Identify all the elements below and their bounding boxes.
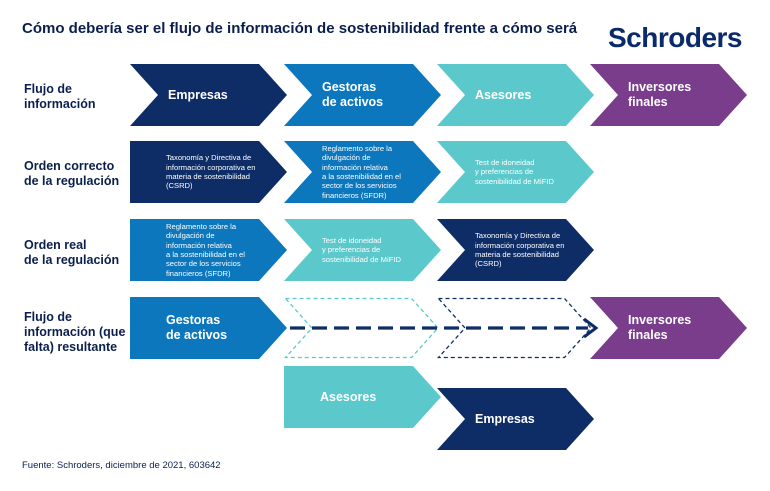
row3-sfdr-chevron: Reglamento sobre la divulgación de infor… [130, 219, 287, 281]
row2-mifid-chevron: Test de idoneidad y preferencias de sost… [437, 141, 594, 203]
row-label-flujo-resultante: Flujo de información (que falta) resulta… [24, 310, 126, 354]
row1-gestoras-label: Gestoras de activos [322, 80, 384, 109]
chevron-shape [284, 297, 439, 359]
chevron-shape [284, 219, 441, 281]
row2-sfdr-text: Reglamento sobre la divulgación de infor… [322, 143, 401, 200]
row1-asesores-label: Asesores [475, 87, 532, 102]
chevron-shape [437, 297, 592, 359]
row5-asesores-label: Asesores [320, 389, 377, 404]
chevron-shape [130, 64, 287, 126]
chevron-shape [130, 141, 287, 203]
row2-csrd-chevron: Taxonomía y Directiva de información cor… [130, 141, 287, 203]
row-label-flujo: Flujo de información [24, 82, 96, 111]
chevron-shape [437, 388, 594, 450]
row2-mifid-text: Test de idoneidad y preferencias de sost… [475, 157, 554, 186]
missing-flow-arrow [290, 317, 599, 339]
row1-gestoras-chevron: Gestoras de activos [284, 64, 441, 126]
row4-dashed-navy-chevron [437, 297, 594, 359]
chevron-shape [437, 141, 594, 203]
chevron-shape [437, 64, 594, 126]
row1-asesores-chevron: Asesores [437, 64, 594, 126]
row1-inversores-label: Inversores finales [628, 80, 692, 109]
chevron-shape [130, 297, 287, 359]
row3-sfdr-text: Reglamento sobre la divulgación de infor… [166, 221, 245, 278]
chevron-shape [590, 297, 747, 359]
row4-dashed-teal-chevron [284, 297, 441, 359]
row4-gestoras-label: Gestoras de activos [166, 313, 228, 342]
chevron-shape [284, 141, 441, 203]
row-label-orden-real: Orden real de la regulación [24, 238, 120, 267]
row1-inversores-chevron: Inversores finales [590, 64, 747, 126]
chevron-shape [130, 219, 287, 281]
row5-empresas-chevron: Empresas [437, 388, 594, 450]
row4-inversores-chevron: Inversores finales [590, 297, 747, 359]
row5-asesores-chevron: Asesores [284, 366, 441, 428]
row-label-orden-correcto: Orden correcto de la regulación [24, 159, 120, 188]
row4-inversores-label: Inversores finales [628, 313, 692, 342]
chevron-shape [284, 366, 441, 428]
row3-csrd-text: Taxonomía y Directiva de información cor… [475, 231, 565, 269]
row5-empresas-label: Empresas [475, 411, 535, 426]
chevron-shape [590, 64, 747, 126]
page-title: Cómo debería ser el flujo de información… [22, 20, 578, 37]
row2-csrd-text: Taxonomía y Directiva de información cor… [166, 153, 256, 191]
chevron-shape [437, 219, 594, 281]
row1-empresas-label: Empresas [168, 87, 228, 102]
source-footnote: Fuente: Schroders, diciembre de 2021, 60… [22, 460, 221, 471]
chevron-shape [284, 64, 441, 126]
row3-csrd-chevron: Taxonomía y Directiva de información cor… [437, 219, 594, 281]
row2-sfdr-chevron: Reglamento sobre la divulgación de infor… [284, 141, 441, 203]
schroders-logo: Schroders [608, 22, 743, 53]
row1-empresas-chevron: Empresas [130, 64, 287, 126]
row3-mifid-text: Test de idoneidad y preferencias de sost… [322, 235, 401, 264]
row4-gestoras-chevron: Gestoras de activos [130, 297, 287, 359]
row3-mifid-chevron: Test de idoneidad y preferencias de sost… [284, 219, 441, 281]
